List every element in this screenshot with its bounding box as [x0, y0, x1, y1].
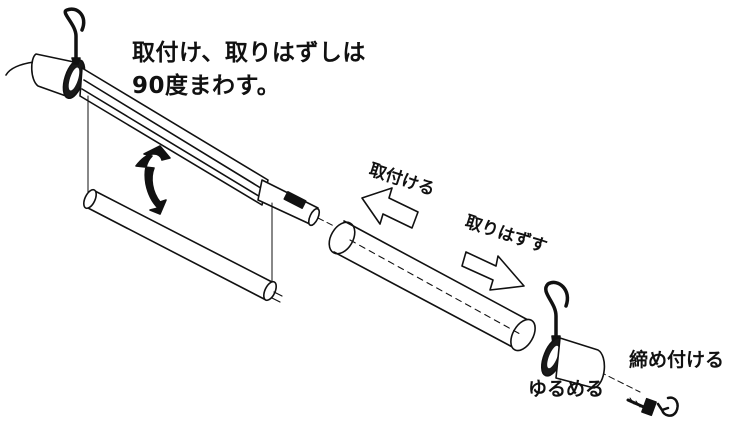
rotate-instruction-line2: 90度まわす。	[132, 73, 281, 99]
left-fixture-assembly	[5, 7, 321, 303]
screw-icon	[626, 397, 657, 417]
rotate-instruction-line1: 取付け、取りはずしは	[132, 40, 366, 66]
tube-left-end	[328, 221, 356, 255]
right-hook-icon	[544, 280, 570, 342]
attach-arrow-icon	[361, 187, 419, 229]
left-hook-icon	[63, 7, 86, 60]
fluorescent-lamp	[87, 189, 273, 301]
loosen-label: ゆるめる	[528, 378, 605, 400]
switch-icon	[283, 191, 307, 209]
remove-arrow-icon	[461, 251, 525, 291]
fixture-bar	[79, 67, 269, 206]
rotation-mark-icon	[656, 396, 679, 417]
tighten-label: 締め付ける	[629, 349, 725, 371]
rotate-90-arrow-icon	[135, 145, 171, 215]
protective-tube	[328, 220, 536, 352]
right-end-cap	[555, 337, 606, 389]
axis-line-1	[317, 217, 335, 227]
tube-right-end	[510, 318, 536, 352]
right-fixture-assembly	[540, 280, 679, 417]
power-cord	[5, 61, 35, 76]
axis-line-2	[599, 371, 641, 393]
